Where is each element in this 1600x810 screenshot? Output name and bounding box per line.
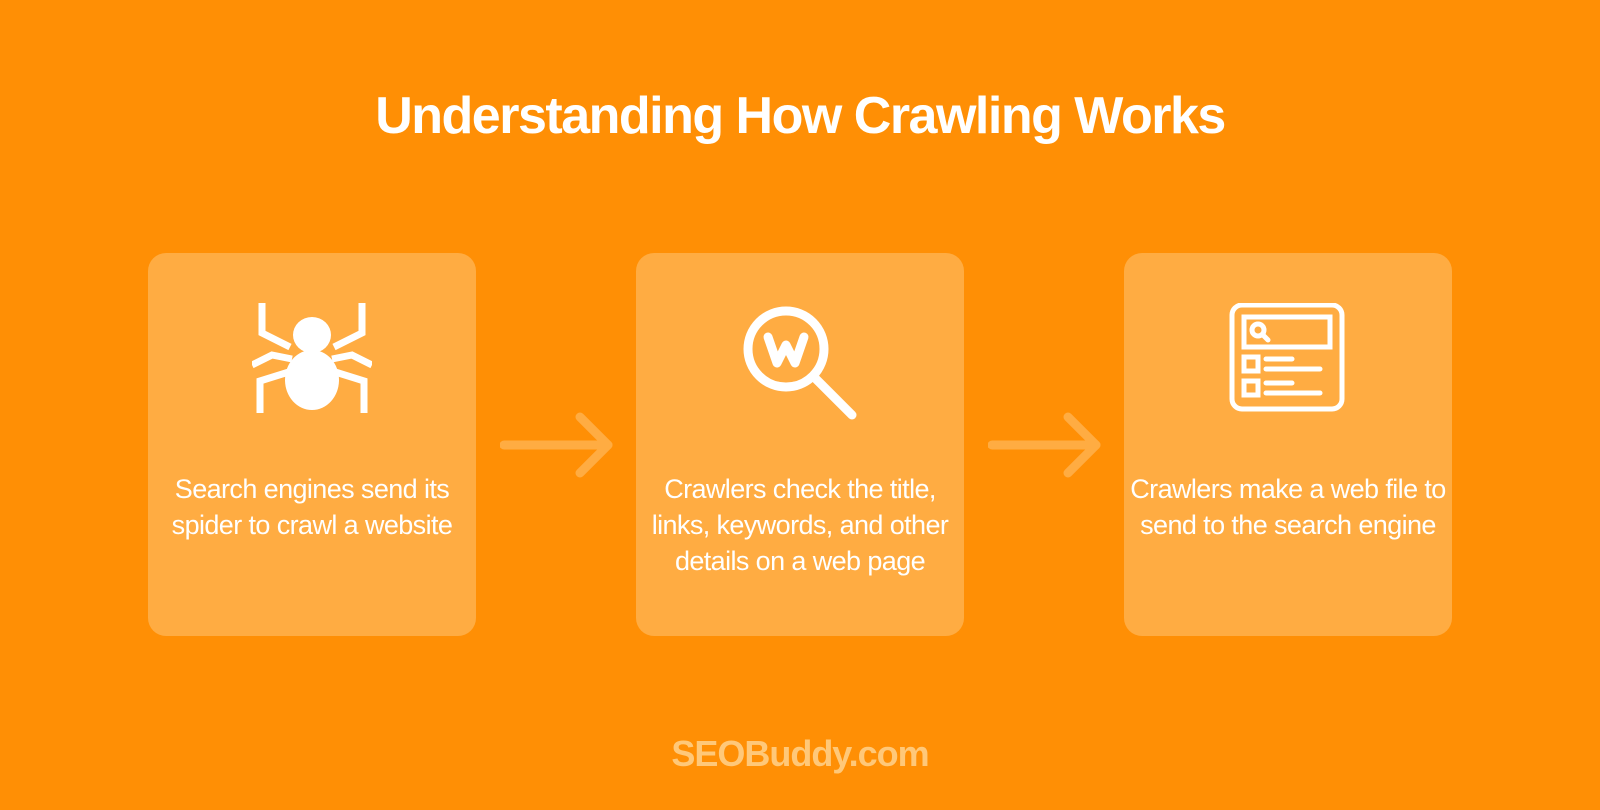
step-text-1: Search engines send its spider to crawl … bbox=[171, 474, 453, 540]
spider-icon bbox=[252, 303, 372, 413]
step-text-2: Crawlers check the title, links, keyword… bbox=[651, 474, 949, 576]
arrow-right-icon bbox=[500, 412, 613, 478]
web-page-search-icon bbox=[1229, 303, 1345, 412]
page-title: Understanding How Crawling Works bbox=[375, 87, 1226, 145]
brand-footer: SEOBuddy.com bbox=[671, 733, 929, 774]
arrow-right-icon bbox=[988, 412, 1101, 478]
step-card-2: Crawlers check the title, links, keyword… bbox=[636, 253, 964, 636]
magnifier-w-icon bbox=[743, 306, 857, 420]
step-card-1: Search engines send its spider to crawl … bbox=[148, 253, 476, 636]
step-text-3: Crawlers make a web file to send to the … bbox=[1130, 474, 1446, 540]
step-card-3: Crawlers make a web file to send to the … bbox=[1124, 253, 1452, 636]
